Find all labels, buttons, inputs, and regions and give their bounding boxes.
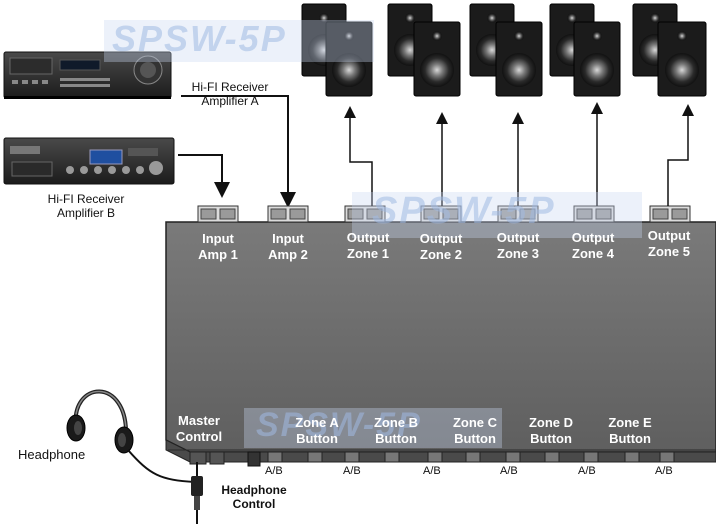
- zone-d-button-line2: Button: [530, 431, 572, 446]
- headphone-control-line2: Control: [232, 497, 276, 511]
- output-zone-4-line2: Zone 4: [572, 246, 614, 261]
- output-zone-4-label: Output Zone 4: [560, 230, 626, 262]
- zone-c-button-label: Zone C Button: [443, 415, 507, 447]
- master-control-line2: Control: [175, 429, 223, 444]
- input-amp-2-line1: Input: [272, 231, 304, 246]
- watermark-top: SPSW-5P: [112, 18, 287, 59]
- receiver-a-label-line2: Amplifier A: [201, 94, 259, 108]
- headphone-label: Headphone: [18, 447, 86, 462]
- output-zone-3-line2: Zone 3: [497, 246, 539, 261]
- zone-a-button-line2: Button: [296, 431, 338, 446]
- output-zone-5-label: Output Zone 5: [636, 228, 702, 260]
- headphone-control-label: Headphone Control: [212, 483, 296, 511]
- zone-c-ab-label: A/B: [423, 465, 441, 477]
- speaker-selector-box: [165, 221, 716, 463]
- zone-b-button-label: Zone B Button: [364, 415, 428, 447]
- zone-b-ab-label: A/B: [343, 465, 361, 477]
- receiver-b: [3, 137, 175, 185]
- zone-e-ab-label: A/B: [578, 465, 596, 477]
- front-panel-controls: [189, 451, 675, 467]
- speaker-pair-zone-4: [549, 3, 621, 97]
- watermark-bottom: SPSW-5P: [256, 406, 422, 444]
- zone-e-button-line1: Zone E: [608, 415, 652, 430]
- input-amp-1-line1: Input: [202, 231, 234, 246]
- input-amp-1-label: Input Amp 1: [188, 231, 248, 263]
- headphone-control-line1: Headphone: [221, 483, 287, 497]
- receiver-a: [3, 51, 172, 99]
- zone-d-ab-label: A/B: [500, 465, 518, 477]
- speaker-pair-zone-2: [387, 3, 461, 97]
- speaker-pair-zone-5: [632, 3, 707, 97]
- speaker-pair-zone-3: [469, 3, 543, 97]
- receiver-a-label: Hi-FI Receiver Amplifier A: [170, 80, 290, 108]
- receiver-b-label-line1: Hi-FI Receiver: [47, 192, 125, 206]
- zone-c-button-line1: Zone C: [452, 415, 498, 430]
- input-cables: [178, 95, 296, 208]
- zone-a-ab-label: A/B: [265, 465, 283, 477]
- output-zone-5-line2: Zone 5: [648, 244, 690, 259]
- output-cables: [344, 102, 694, 206]
- zone-e-button-line2: Button: [609, 431, 651, 446]
- input-amp-2-label: Input Amp 2: [258, 231, 318, 263]
- receiver-b-label: Hi-FI Receiver Amplifier B: [26, 192, 146, 220]
- input-amp-1-line2: Amp 1: [198, 247, 238, 262]
- receiver-b-label-line2: Amplifier B: [56, 206, 115, 220]
- watermark-band-bottom: [244, 408, 502, 448]
- output-zone-2-label: Output Zone 2: [408, 231, 474, 263]
- zone-c-button-line2: Button: [454, 431, 496, 446]
- master-control-line1: Master: [178, 413, 220, 428]
- terminal-blocks: [197, 205, 691, 223]
- zone-b-button-line2: Button: [375, 431, 417, 446]
- zone-a-button-label: Zone A Button: [285, 415, 349, 447]
- zone-d-button-line1: Zone D: [528, 415, 574, 430]
- watermark-band-top: [104, 20, 374, 62]
- input-amp-2-line2: Amp 2: [268, 247, 308, 262]
- zone-f-ab-label: A/B: [655, 465, 673, 477]
- watermark-band-middle: [352, 192, 642, 238]
- zone-a-button-line1: Zone A: [295, 415, 339, 430]
- output-zone-2-line2: Zone 2: [420, 247, 462, 262]
- watermark-middle: SPSW-5P: [372, 190, 556, 232]
- output-zone-1-line2: Zone 1: [347, 246, 389, 261]
- output-zone-3-label: Output Zone 3: [485, 230, 551, 262]
- speaker-pair-zone-1: [301, 3, 373, 97]
- output-zone-1-line1: Output: [346, 230, 390, 245]
- output-zone-5-line1: Output: [647, 228, 691, 243]
- headphone-drawing: [66, 389, 196, 483]
- speakers: [301, 3, 707, 97]
- output-zone-2-line1: Output: [419, 231, 463, 246]
- output-zone-1-label: Output Zone 1: [335, 230, 401, 262]
- headphone-jack: [191, 462, 203, 524]
- receiver-a-label-line1: Hi-FI Receiver: [191, 80, 269, 94]
- zone-d-button-label: Zone D Button: [519, 415, 583, 447]
- master-control-label: Master Control: [167, 413, 231, 445]
- zone-e-button-label: Zone E Button: [598, 415, 662, 447]
- zone-b-button-line1: Zone B: [373, 415, 419, 430]
- output-zone-3-line1: Output: [496, 230, 540, 245]
- output-zone-4-line1: Output: [571, 230, 615, 245]
